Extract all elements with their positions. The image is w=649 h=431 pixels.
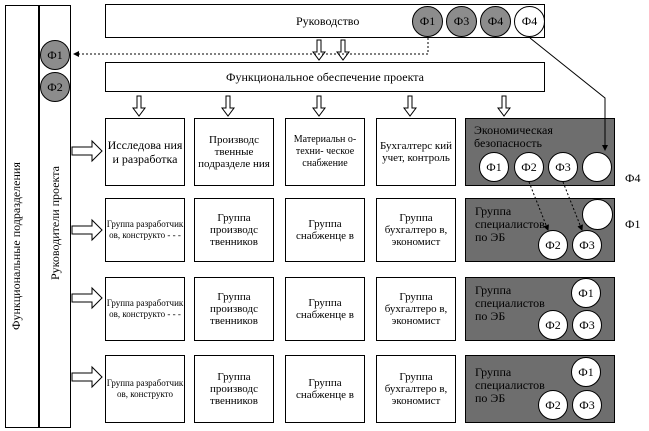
row2-technicians: Группа производс твенников: [194, 277, 274, 341]
arrow-support-supply: [312, 95, 326, 117]
row1-accountants: Группа бухгалтеро в, экономист: [376, 198, 456, 262]
arrow-support-accounting: [403, 95, 417, 117]
row3-security-label: Группа специалистов по ЭБ: [475, 365, 545, 405]
arrow-mgmt-support-2: [336, 39, 350, 61]
row1-blank-circle: [582, 199, 613, 230]
research-box: Исследова ния и разработка: [105, 118, 185, 186]
functional-support-label: Функциональное обеспечение проекта: [226, 70, 424, 84]
blank-circle-es: [582, 152, 612, 182]
dotted-f1-link: [73, 38, 429, 57]
row2-accountants: Группа бухгалтеро в, экономист: [376, 277, 456, 341]
row3-suppliers: Группа снабженце в: [285, 355, 365, 423]
badge-f3-top: Ф3: [446, 6, 477, 37]
row2-security-label: Группа специалистов по ЭБ: [475, 283, 545, 323]
row3-badge-f2: Ф2: [538, 390, 568, 420]
functional-units-label: Функциональные подразделения: [9, 162, 23, 330]
row3-badge-f1: Ф1: [571, 357, 601, 387]
badge-f1-top: Ф1: [412, 6, 443, 37]
row2-badge-f3: Ф3: [572, 310, 602, 340]
row2-badge-f2: Ф2: [538, 310, 568, 340]
management-label: Руководство: [296, 14, 360, 28]
f1-side-label: Ф1: [625, 217, 641, 231]
arrow-left-header: [71, 139, 103, 163]
row1-badge-f2: Ф2: [538, 230, 568, 260]
production-box: Производс твенные подразделе ния: [194, 118, 274, 186]
badge-f1-left: Ф1: [40, 40, 70, 70]
accounting-box: Бухгалтерс кий учет, контроль: [376, 118, 456, 186]
row3-badge-f3: Ф3: [572, 390, 602, 420]
badge-f1-es: Ф1: [479, 152, 509, 182]
arrow-support-security: [497, 95, 511, 117]
economic-security-label: Экономическая безопасность: [474, 123, 553, 150]
arrow-left-row1: [71, 218, 103, 242]
row3-technicians: Группа производс твенников: [194, 355, 274, 423]
badge-f2-es: Ф2: [514, 152, 544, 182]
functional-support-box: Функциональное обеспечение проекта: [105, 62, 545, 92]
badge-f2-left: Ф2: [40, 72, 70, 102]
row2-suppliers: Группа снабженце в: [285, 277, 365, 341]
badge-f3-es: Ф3: [548, 152, 578, 182]
row1-technicians: Группа производс твенников: [194, 198, 274, 262]
supply-box: Материальн о-техни- ческое снабжение: [285, 118, 365, 186]
row2-developers: Группа разработчик ов, конструкто - - -: [105, 277, 185, 341]
functional-units-bar: [5, 5, 39, 428]
arrow-support-production: [221, 95, 235, 117]
row1-security-label: Группа специалистов по ЭБ: [475, 204, 545, 244]
arrow-support-research: [132, 95, 146, 117]
row3-developers: Группа разработчик ов, конструкто: [105, 355, 185, 423]
arrow-left-row2: [71, 286, 103, 310]
arrow-left-row3: [71, 365, 103, 389]
project-leaders-label: Руководители проекта: [48, 166, 62, 280]
f4-side-label: Ф4: [625, 171, 641, 185]
row2-badge-f1: Ф1: [571, 278, 601, 308]
row3-accountants: Группа бухгалтеро в, экономист: [376, 355, 456, 423]
row1-badge-f3: Ф3: [572, 230, 602, 260]
badge-f4-top: Ф4: [480, 6, 511, 37]
row1-suppliers: Группа снабженце в: [285, 198, 365, 262]
management-box: Руководство: [105, 4, 545, 38]
badge-f4-white-top: Ф4: [514, 6, 545, 37]
arrow-mgmt-support-1: [312, 39, 326, 61]
row1-developers: Группа разработчик ов, конструкто - - -: [105, 198, 185, 262]
